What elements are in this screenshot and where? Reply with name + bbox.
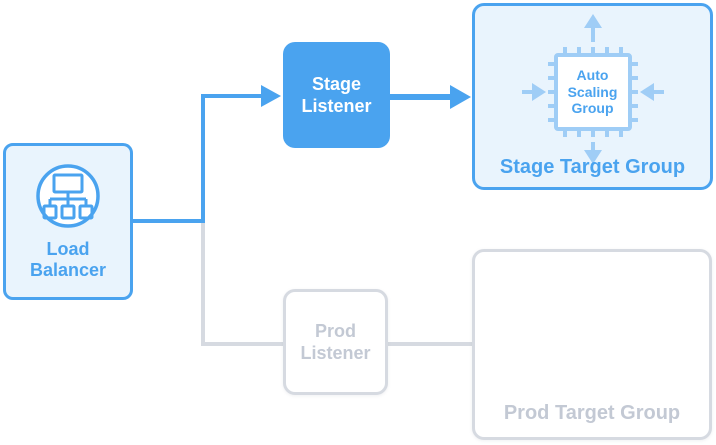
prod-target-group-label: Prod Target Group [503, 402, 681, 424]
auto-scaling-group-icon: Auto Scaling Group [498, 12, 688, 166]
edge-stage-listener-to-stage-target-group-arrowhead [450, 85, 471, 109]
edge-lb-to-stage-listener [133, 94, 261, 223]
auto-scaling-group-label: Auto Scaling Group [567, 66, 618, 117]
scale-arrow-up-icon [583, 14, 602, 42]
node-prod-listener[interactable]: Prod Listener [283, 289, 388, 395]
edge-lb-to-stage-listener-arrowhead [261, 85, 281, 107]
node-stage-target-group[interactable]: Auto Scaling Group Stage Target Group [472, 3, 713, 190]
node-prod-target-group[interactable]: Prod Target Group [472, 249, 712, 440]
prod-listener-label: Prod Listener [300, 320, 371, 364]
node-stage-listener[interactable]: Stage Listener [283, 42, 390, 148]
chip-pins [547, 47, 638, 137]
edge-lb-to-prod-listener [201, 221, 283, 346]
node-load-balancer[interactable]: Load Balancer [3, 143, 133, 300]
scale-arrow-down-icon [583, 142, 602, 164]
load-balancer-label: Load Balancer [29, 238, 107, 280]
stage-target-group-label: Stage Target Group [499, 156, 686, 178]
scale-arrow-left-icon [521, 83, 546, 101]
load-balancer-icon [36, 164, 100, 228]
cpu-chip-icon [521, 14, 664, 164]
scale-arrow-right-icon [639, 83, 664, 101]
stage-listener-label: Stage Listener [301, 73, 372, 117]
